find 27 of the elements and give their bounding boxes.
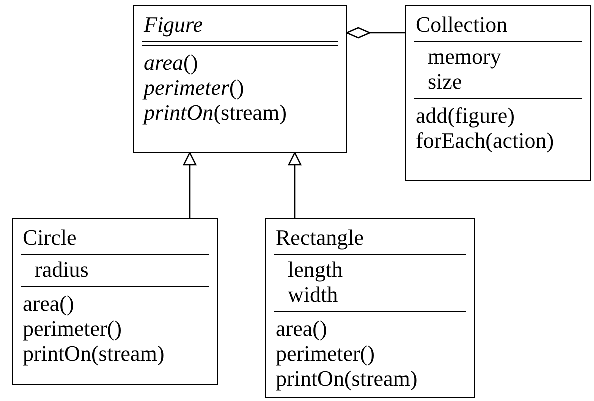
method-name: printOn(stream)	[276, 366, 418, 391]
class-name: Figure	[144, 12, 204, 37]
class-box	[405, 5, 591, 181]
method-name: printOn(stream)	[144, 100, 287, 125]
method-name: area()	[276, 316, 328, 341]
method-name: area()	[144, 50, 198, 75]
attribute-name: width	[288, 282, 338, 307]
method-name: area()	[23, 291, 74, 316]
class-name: Rectangle	[276, 225, 364, 250]
method-name: perimeter()	[23, 316, 122, 341]
method-name: perimeter()	[144, 75, 244, 100]
class-name: Collection	[416, 12, 508, 37]
class-name: Circle	[23, 225, 77, 250]
attribute-name: size	[428, 69, 462, 94]
method-name: add(figure)	[416, 103, 515, 128]
attribute-name: memory	[428, 44, 502, 69]
generalization-arrow	[183, 152, 197, 218]
attribute-name: length	[288, 257, 343, 282]
aggregation-line	[346, 27, 405, 39]
attribute-name: radius	[35, 257, 89, 282]
class-box	[12, 218, 218, 385]
method-name: forEach(action)	[416, 128, 554, 153]
class-box	[265, 218, 475, 398]
generalization-arrow	[288, 152, 302, 218]
method-name: perimeter()	[276, 341, 375, 366]
method-name: printOn(stream)	[23, 341, 165, 366]
class-box	[133, 5, 347, 153]
